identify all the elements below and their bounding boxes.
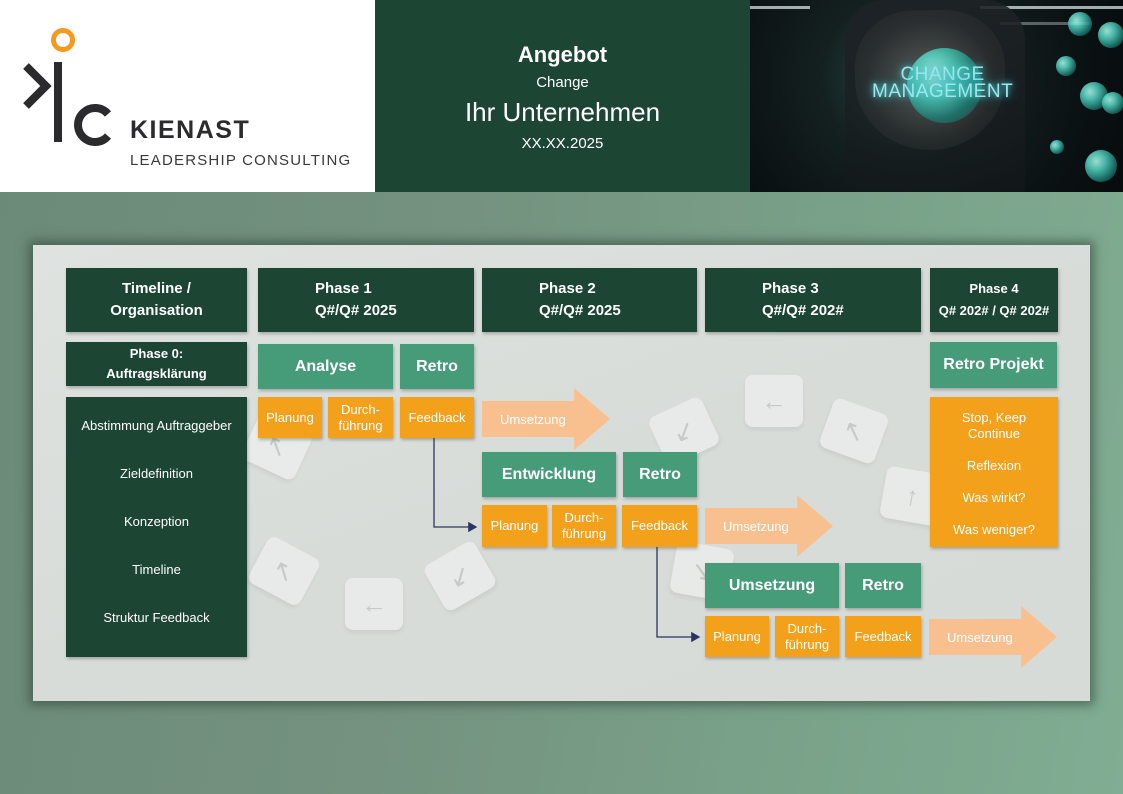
retro-item: Reflexion <box>966 458 1022 473</box>
arrow-key-icon: ↙ <box>421 538 499 614</box>
column-header-subtitle: Q#/Q# 2025 <box>539 302 621 319</box>
column-header-title: Timeline / <box>122 280 191 297</box>
step-durchfuehrung: Durch- führung <box>328 397 393 438</box>
arrow-label: Umsetzung <box>500 411 566 427</box>
column-header-title: Phase 4 <box>969 281 1019 296</box>
company-name: Ihr Unternehmen <box>464 97 661 127</box>
phase-0-task: Timeline <box>132 562 181 577</box>
stage-entwicklung-retro: Retro <box>623 452 697 497</box>
orb-icon <box>1098 22 1123 48</box>
document-date: XX.XX.2025 <box>521 135 604 152</box>
column-header-timeline: Timeline / Organisation <box>66 268 247 332</box>
step-planung: Planung <box>705 616 769 657</box>
logo-wordmark: KIENAST <box>130 116 251 144</box>
column-header-subtitle: Q#/Q# 202# <box>762 302 844 319</box>
image-caption-line: MANAGEMENT <box>872 81 1014 102</box>
image-caption: CHANGE MANAGEMENT <box>872 64 1014 102</box>
image-caption-line: CHANGE <box>900 64 985 85</box>
stage-umsetzung: Umsetzung <box>705 563 839 608</box>
retro-item: Was weniger? <box>953 522 1035 537</box>
column-header-title: Phase 1 <box>315 280 372 297</box>
phase-0-header: Phase 0: Auftragsklärung <box>66 342 247 386</box>
phase-0-task-list: Abstimmung Auftraggeber Zieldefinition K… <box>66 397 247 657</box>
column-header-subtitle: Organisation <box>110 302 203 319</box>
orb-icon <box>1085 150 1117 182</box>
arrow-key-icon: ← <box>345 578 403 630</box>
arrow-key-icon: ↖ <box>817 396 891 466</box>
orb-icon <box>1102 92 1123 114</box>
document-subtitle: Change <box>536 74 589 91</box>
stage-analyse: Analyse <box>258 344 393 389</box>
arrow-key-icon: ↖ <box>246 534 322 608</box>
logo-tagline: LEADERSHIP CONSULTING <box>130 152 352 169</box>
column-header-subtitle: Q#/Q# 2025 <box>315 302 397 319</box>
light-bar <box>980 6 1123 9</box>
orb-icon <box>1056 56 1076 76</box>
step-feedback: Feedback <box>845 616 921 657</box>
phase-0-task: Struktur Feedback <box>103 610 210 625</box>
title-panel: Angebot Change Ihr Unternehmen XX.XX.202… <box>375 0 750 192</box>
phase-0-task: Abstimmung Auftraggeber <box>81 418 232 433</box>
retro-projekt-list: Stop, Keep Continue Reflexion Was wirkt?… <box>930 397 1058 547</box>
logo-ring-icon <box>51 28 75 52</box>
arrow-label: Umsetzung <box>947 629 1013 645</box>
change-management-image: CHANGE MANAGEMENT <box>750 0 1123 192</box>
column-header-phase-3: Phase 3 Q#/Q# 202# <box>705 268 921 332</box>
phase-0-subtitle: Auftragsklärung <box>106 366 207 381</box>
retro-item: Was wirkt? <box>962 490 1026 505</box>
stage-analyse-retro: Retro <box>400 344 474 389</box>
column-header-subtitle: Q# 202# / Q# 202# <box>938 303 1050 318</box>
phase-0-task: Konzeption <box>123 514 190 529</box>
retro-item: Stop, Keep Continue <box>961 410 1027 441</box>
orb-icon <box>1068 12 1092 36</box>
column-header-phase-4: Phase 4 Q# 202# / Q# 202# <box>930 268 1058 332</box>
step-feedback: Feedback <box>400 397 474 438</box>
column-header-title: Phase 2 <box>539 280 596 297</box>
step-durchfuehrung: Durch- führung <box>775 616 839 657</box>
retro-projekt-header: Retro Projekt <box>930 342 1057 388</box>
umsetzung-arrow: Umsetzung <box>482 388 610 450</box>
phase-0-title: Phase 0: <box>129 346 184 361</box>
kienast-logo-mark-icon <box>23 62 112 146</box>
arrow-label: Umsetzung <box>723 518 789 534</box>
arrow-key-icon: ← <box>745 375 803 427</box>
column-header-title: Phase 3 <box>762 280 819 297</box>
step-durchfuehrung: Durch- führung <box>552 505 616 547</box>
logo-panel: KIENAST LEADERSHIP CONSULTING <box>0 0 375 192</box>
stage-umsetzung-retro: Retro <box>845 563 921 608</box>
globe-orb-icon <box>907 48 982 123</box>
light-bar <box>1000 22 1090 25</box>
step-feedback: Feedback <box>622 505 697 547</box>
document-title: Angebot <box>517 42 608 67</box>
phase-0-task: Zieldefinition <box>120 466 193 481</box>
column-header-phase-1: Phase 1 Q#/Q# 2025 <box>258 268 474 332</box>
header-band: KIENAST LEADERSHIP CONSULTING Angebot Ch… <box>0 0 1123 192</box>
stage-entwicklung: Entwicklung <box>482 452 616 497</box>
column-header-phase-2: Phase 2 Q#/Q# 2025 <box>482 268 697 332</box>
orb-icon <box>1050 140 1064 154</box>
step-planung: Planung <box>482 505 547 547</box>
umsetzung-arrow: Umsetzung <box>929 606 1057 668</box>
step-planung: Planung <box>258 397 322 438</box>
light-bar <box>750 6 810 9</box>
umsetzung-arrow: Umsetzung <box>705 495 833 557</box>
